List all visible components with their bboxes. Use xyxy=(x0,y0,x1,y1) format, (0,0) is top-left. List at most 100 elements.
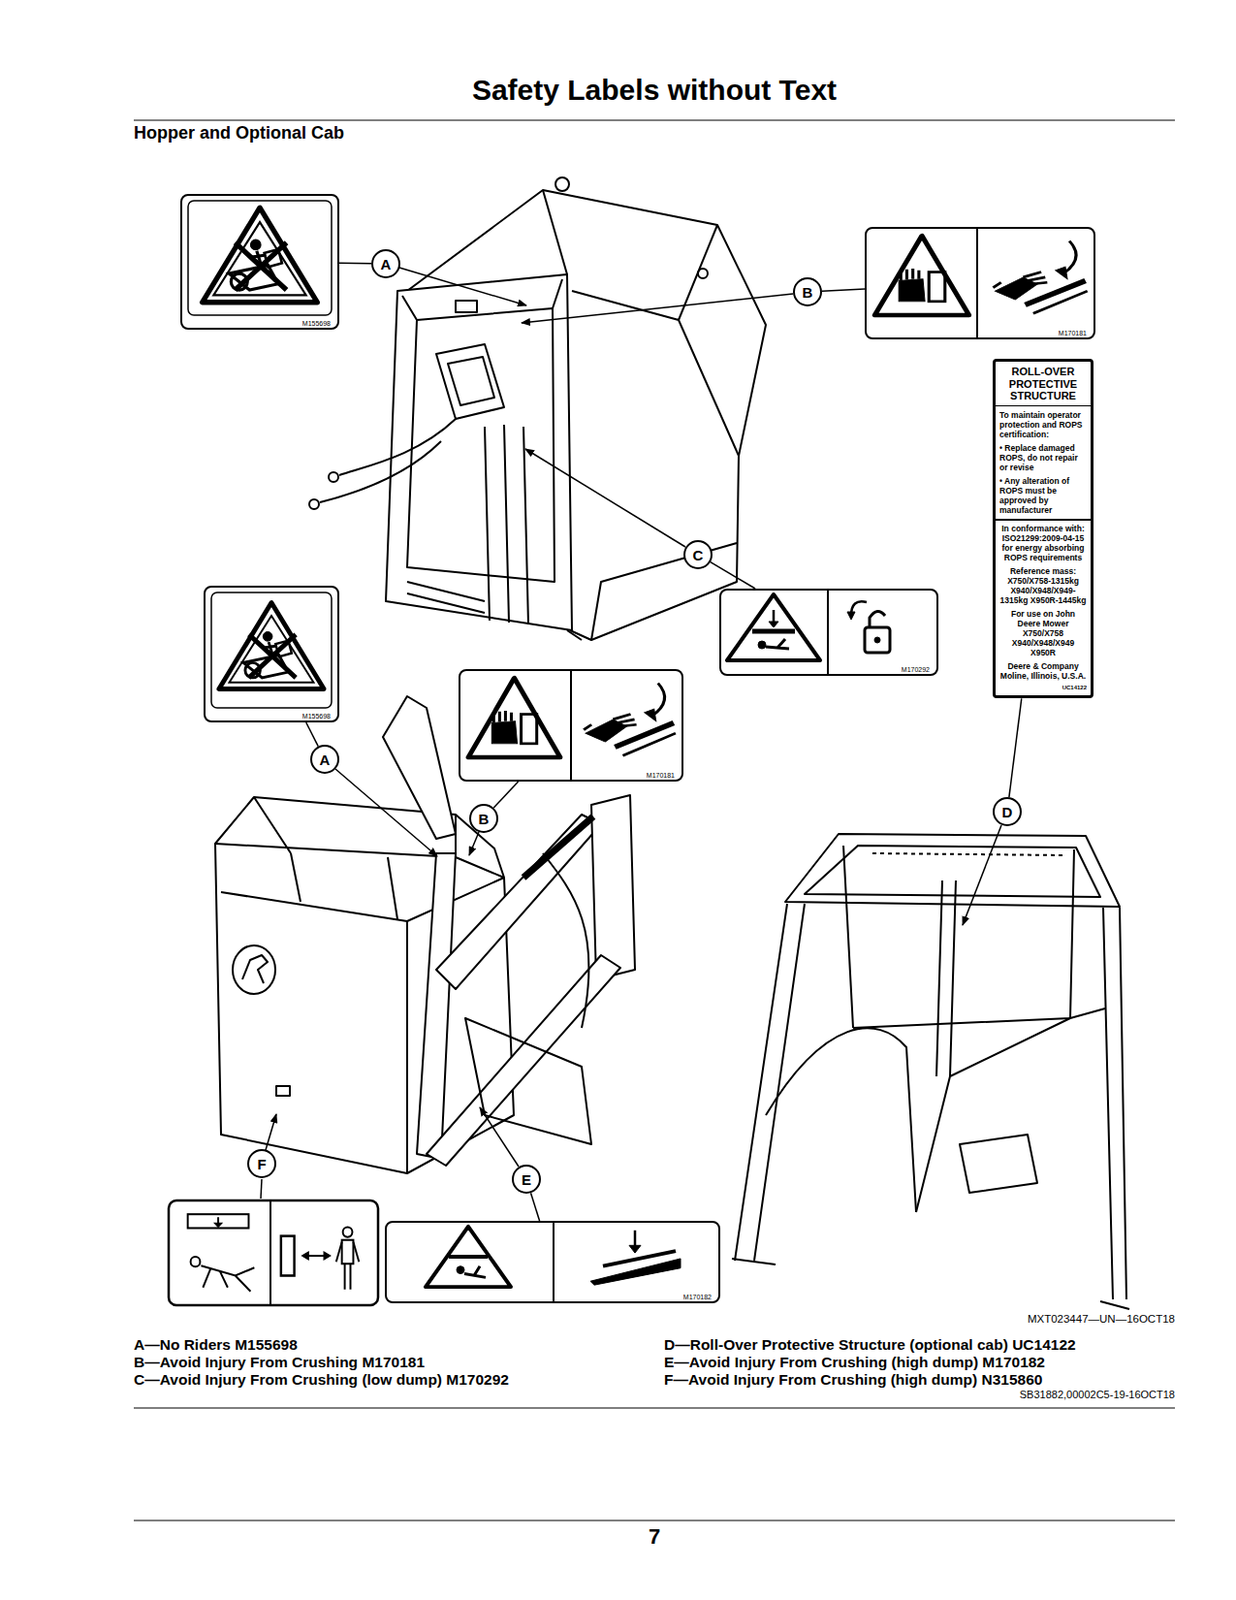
line-art xyxy=(570,668,572,782)
caption-line: C—Avoid Injury From Crushing (low dump) … xyxy=(133,1370,509,1389)
rops-text: To maintain operator protection and ROPS… xyxy=(999,410,1087,440)
line-art xyxy=(976,226,979,340)
line-art xyxy=(219,602,324,690)
line-art xyxy=(465,1017,592,1144)
line-art xyxy=(843,845,1075,1028)
line-art xyxy=(407,308,555,582)
leader-connector xyxy=(493,781,518,808)
line-art xyxy=(1103,907,1127,1300)
line-art xyxy=(290,853,398,920)
leader-connector xyxy=(306,722,318,747)
line-art xyxy=(591,794,635,980)
rule-line xyxy=(133,120,1175,1521)
section-heading: Hopper and Optional Cab xyxy=(133,123,345,144)
hopper-lower-drawing xyxy=(215,696,635,1173)
line-art xyxy=(382,696,456,839)
label-part-number: M170181 xyxy=(645,771,676,779)
line-art xyxy=(416,853,456,1159)
safety-label: M155698 xyxy=(180,193,340,330)
callout-letter: C xyxy=(693,547,704,563)
rops-text: Deere & Company Moline, Illinois, U.S.A. xyxy=(999,661,1087,681)
figure-id: MXT023447—UN—16OCT18 xyxy=(1027,1312,1175,1325)
rops-text: • Replace damaged ROPS, do not repair or… xyxy=(999,443,1087,473)
label-part-number: M170181 xyxy=(1057,329,1088,337)
line-art xyxy=(133,119,1175,121)
line-art xyxy=(215,796,505,878)
rops-text: UC14122 xyxy=(999,684,1087,692)
line-art xyxy=(552,1220,555,1303)
callout-letter: B xyxy=(802,285,814,300)
line-art xyxy=(484,424,529,625)
rops-text: In conformance with: ISO21299:2009-04-15… xyxy=(995,518,1091,563)
line-art xyxy=(447,356,495,406)
leader-connector xyxy=(710,562,756,589)
callout-circle: F xyxy=(247,1148,277,1178)
safety-label: M170181 xyxy=(864,226,1096,340)
safety-label: M170182 xyxy=(384,1220,721,1303)
leader-connector xyxy=(339,262,372,265)
line-art xyxy=(232,945,276,994)
callout-letter: A xyxy=(319,752,331,767)
line-art xyxy=(962,824,1002,925)
line-art xyxy=(339,418,456,476)
line-art xyxy=(521,293,793,323)
safety-label: M155698 xyxy=(203,585,340,723)
safety-label: M170292 xyxy=(719,588,939,676)
callout-letter: B xyxy=(478,811,490,826)
line-art xyxy=(260,1178,262,1199)
line-art xyxy=(731,1258,1130,1309)
reference-code: SB31882,00002C5-19-16OCT18 xyxy=(1019,1388,1175,1400)
line-art xyxy=(436,344,505,419)
line-art xyxy=(407,581,485,613)
callout-circle: B xyxy=(469,803,499,833)
line-art xyxy=(436,814,602,989)
callout-circle: E xyxy=(511,1164,541,1194)
label-part-number: M155698 xyxy=(301,712,332,720)
page-number: 7 xyxy=(133,1523,1175,1550)
rops-text: ROLL-OVER PROTECTIVE STRUCTURE xyxy=(995,365,1091,407)
line-art xyxy=(188,1213,360,1292)
rops-text: For use on John Deere Mower X750/X758 X9… xyxy=(999,608,1087,658)
callout-circle: A xyxy=(371,249,401,279)
line-art xyxy=(785,833,1120,907)
line-art xyxy=(133,1520,1175,1522)
line-art xyxy=(542,853,590,1028)
caption-line: D—Roll-Over Protective Structure (option… xyxy=(664,1335,1077,1354)
line-art xyxy=(133,1406,1175,1408)
line-art xyxy=(309,499,319,509)
callout-circle: D xyxy=(992,796,1022,826)
line-art xyxy=(697,268,708,279)
line-art xyxy=(826,588,829,676)
caption-line: F—Avoid Injury From Crushing (high dump)… xyxy=(664,1370,1043,1389)
line-art xyxy=(242,954,268,983)
line-art xyxy=(804,845,1101,897)
label-part-number: M170292 xyxy=(900,665,931,673)
line-art xyxy=(319,441,442,503)
callout-circle: B xyxy=(792,277,823,307)
cab-frame-drawing xyxy=(731,833,1130,1309)
page-title: Safety Labels without Text xyxy=(133,73,1175,107)
label-part-number: M170182 xyxy=(682,1293,713,1300)
leader-connector xyxy=(531,1192,540,1221)
callout-circle: C xyxy=(683,539,713,570)
line-art xyxy=(468,677,676,758)
line-art xyxy=(335,768,438,856)
line-art xyxy=(959,1134,1038,1193)
line-art xyxy=(916,1017,1071,1212)
line-art xyxy=(765,1027,917,1212)
line-art xyxy=(202,207,318,303)
leader-connector xyxy=(1009,697,1022,797)
line-art xyxy=(399,267,527,306)
line-art xyxy=(407,190,766,640)
line-art xyxy=(936,880,956,1077)
line-art xyxy=(872,853,1067,856)
callout-letter: D xyxy=(1002,804,1014,820)
callout-letter: F xyxy=(256,1156,266,1172)
leader-line xyxy=(260,267,1002,1199)
callout-letter: A xyxy=(380,256,392,272)
callout-circle: A xyxy=(310,744,340,774)
line-art xyxy=(328,472,339,482)
leader-connector xyxy=(822,288,865,291)
